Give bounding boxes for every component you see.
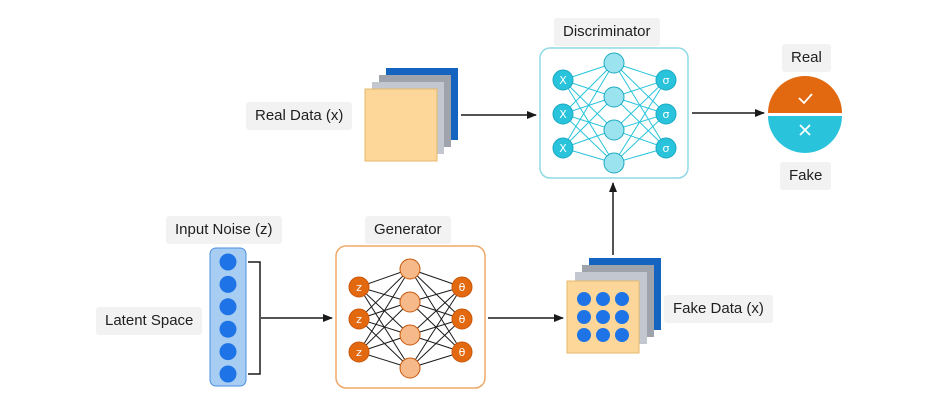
generator-node: [451, 308, 473, 330]
discriminator-node: [655, 103, 677, 125]
fake-data-dot: [577, 292, 591, 306]
generator-edge: [358, 301, 411, 353]
fake-data-dot: [615, 292, 629, 306]
generator-output-symbol: θ: [459, 346, 466, 359]
generator-input-symbol: z: [356, 281, 362, 294]
generator-node: [399, 258, 421, 280]
fake-data-label: Fake Data (x): [664, 295, 773, 323]
fake-data-stack: [566, 258, 661, 354]
real-half: [768, 76, 842, 113]
input-noise-label: Input Noise (z): [166, 216, 282, 244]
discriminator-node: [552, 69, 574, 91]
latent-node: [219, 320, 237, 338]
latent-space-label: Latent Space: [96, 307, 203, 335]
discriminator-node: [603, 86, 625, 108]
discriminator-label: Discriminator: [554, 18, 660, 46]
real-data-label: Real Data (x): [246, 102, 353, 130]
generator-edge: [358, 268, 411, 353]
discriminator-edge: [562, 62, 615, 115]
generator-network: z z z θ θ θ: [348, 258, 473, 379]
discriminator-node: [655, 137, 677, 159]
discriminator-node: [603, 152, 625, 174]
real-label: Real: [782, 44, 831, 72]
fake-data-dot: [577, 310, 591, 324]
generator-edge: [409, 318, 463, 369]
generator-label: Generator: [365, 216, 451, 244]
generator-edge: [409, 286, 463, 369]
generator-node: [348, 308, 370, 330]
output-divider: [768, 113, 842, 116]
generator-node: [399, 357, 421, 379]
fake-label: Fake: [780, 162, 832, 190]
discriminator-node: [552, 137, 574, 159]
real-data-layer-front: [364, 88, 438, 162]
latent-node: [219, 253, 237, 271]
generator-edge: [358, 268, 411, 320]
real-data-stack: [364, 68, 458, 162]
fake-data-dot: [615, 328, 629, 342]
discriminator-edge: [562, 96, 615, 149]
discriminator-output-symbol: σ: [663, 108, 670, 121]
discriminator-node: [603, 119, 625, 141]
latent-node: [219, 275, 237, 293]
discriminator-edge: [562, 62, 615, 149]
discriminator-node: [603, 52, 625, 74]
generator-node: [451, 276, 473, 298]
fake-data-dot: [596, 310, 610, 324]
generator-node: [451, 341, 473, 363]
cross-icon: [799, 124, 811, 136]
discriminator-input-symbol: X: [559, 108, 567, 121]
latent-node: [219, 365, 237, 383]
generator-input-symbol: z: [356, 313, 362, 326]
discriminator-edge: [613, 113, 667, 164]
discriminator-node: [552, 103, 574, 125]
discriminator-input-symbol: X: [559, 74, 567, 87]
discriminator-box: [539, 47, 689, 179]
discriminator-output-symbol: σ: [663, 74, 670, 87]
latent-bracket: [248, 261, 261, 375]
discriminator-output-symbol: σ: [663, 142, 670, 155]
discriminator-edge: [613, 79, 667, 131]
generator-edge: [409, 286, 463, 336]
output-indicator: [768, 76, 842, 153]
generator-node: [348, 341, 370, 363]
fake-data-grid: [577, 292, 629, 342]
fake-data-dot: [615, 310, 629, 324]
latent-nodes: [219, 253, 237, 383]
discriminator-network: X X Xσ σ σ: [552, 52, 677, 174]
latent-vector: [209, 247, 247, 387]
generator-node: [399, 291, 421, 313]
discriminator-edge: [613, 79, 667, 164]
latent-node: [219, 343, 237, 361]
discriminator-input-symbol: X: [559, 142, 567, 155]
discriminator-node: [655, 69, 677, 91]
generator-output-symbol: θ: [459, 281, 466, 294]
fake-half: [768, 116, 842, 153]
generator-node: [399, 324, 421, 346]
latent-node: [219, 298, 237, 316]
fake-data-dot: [577, 328, 591, 342]
generator-input-symbol: z: [356, 346, 362, 359]
fake-data-dot: [596, 292, 610, 306]
generator-output-symbol: θ: [459, 313, 466, 326]
fake-data-dot: [596, 328, 610, 342]
generator-node: [348, 276, 370, 298]
checkmark-icon: [798, 93, 813, 105]
